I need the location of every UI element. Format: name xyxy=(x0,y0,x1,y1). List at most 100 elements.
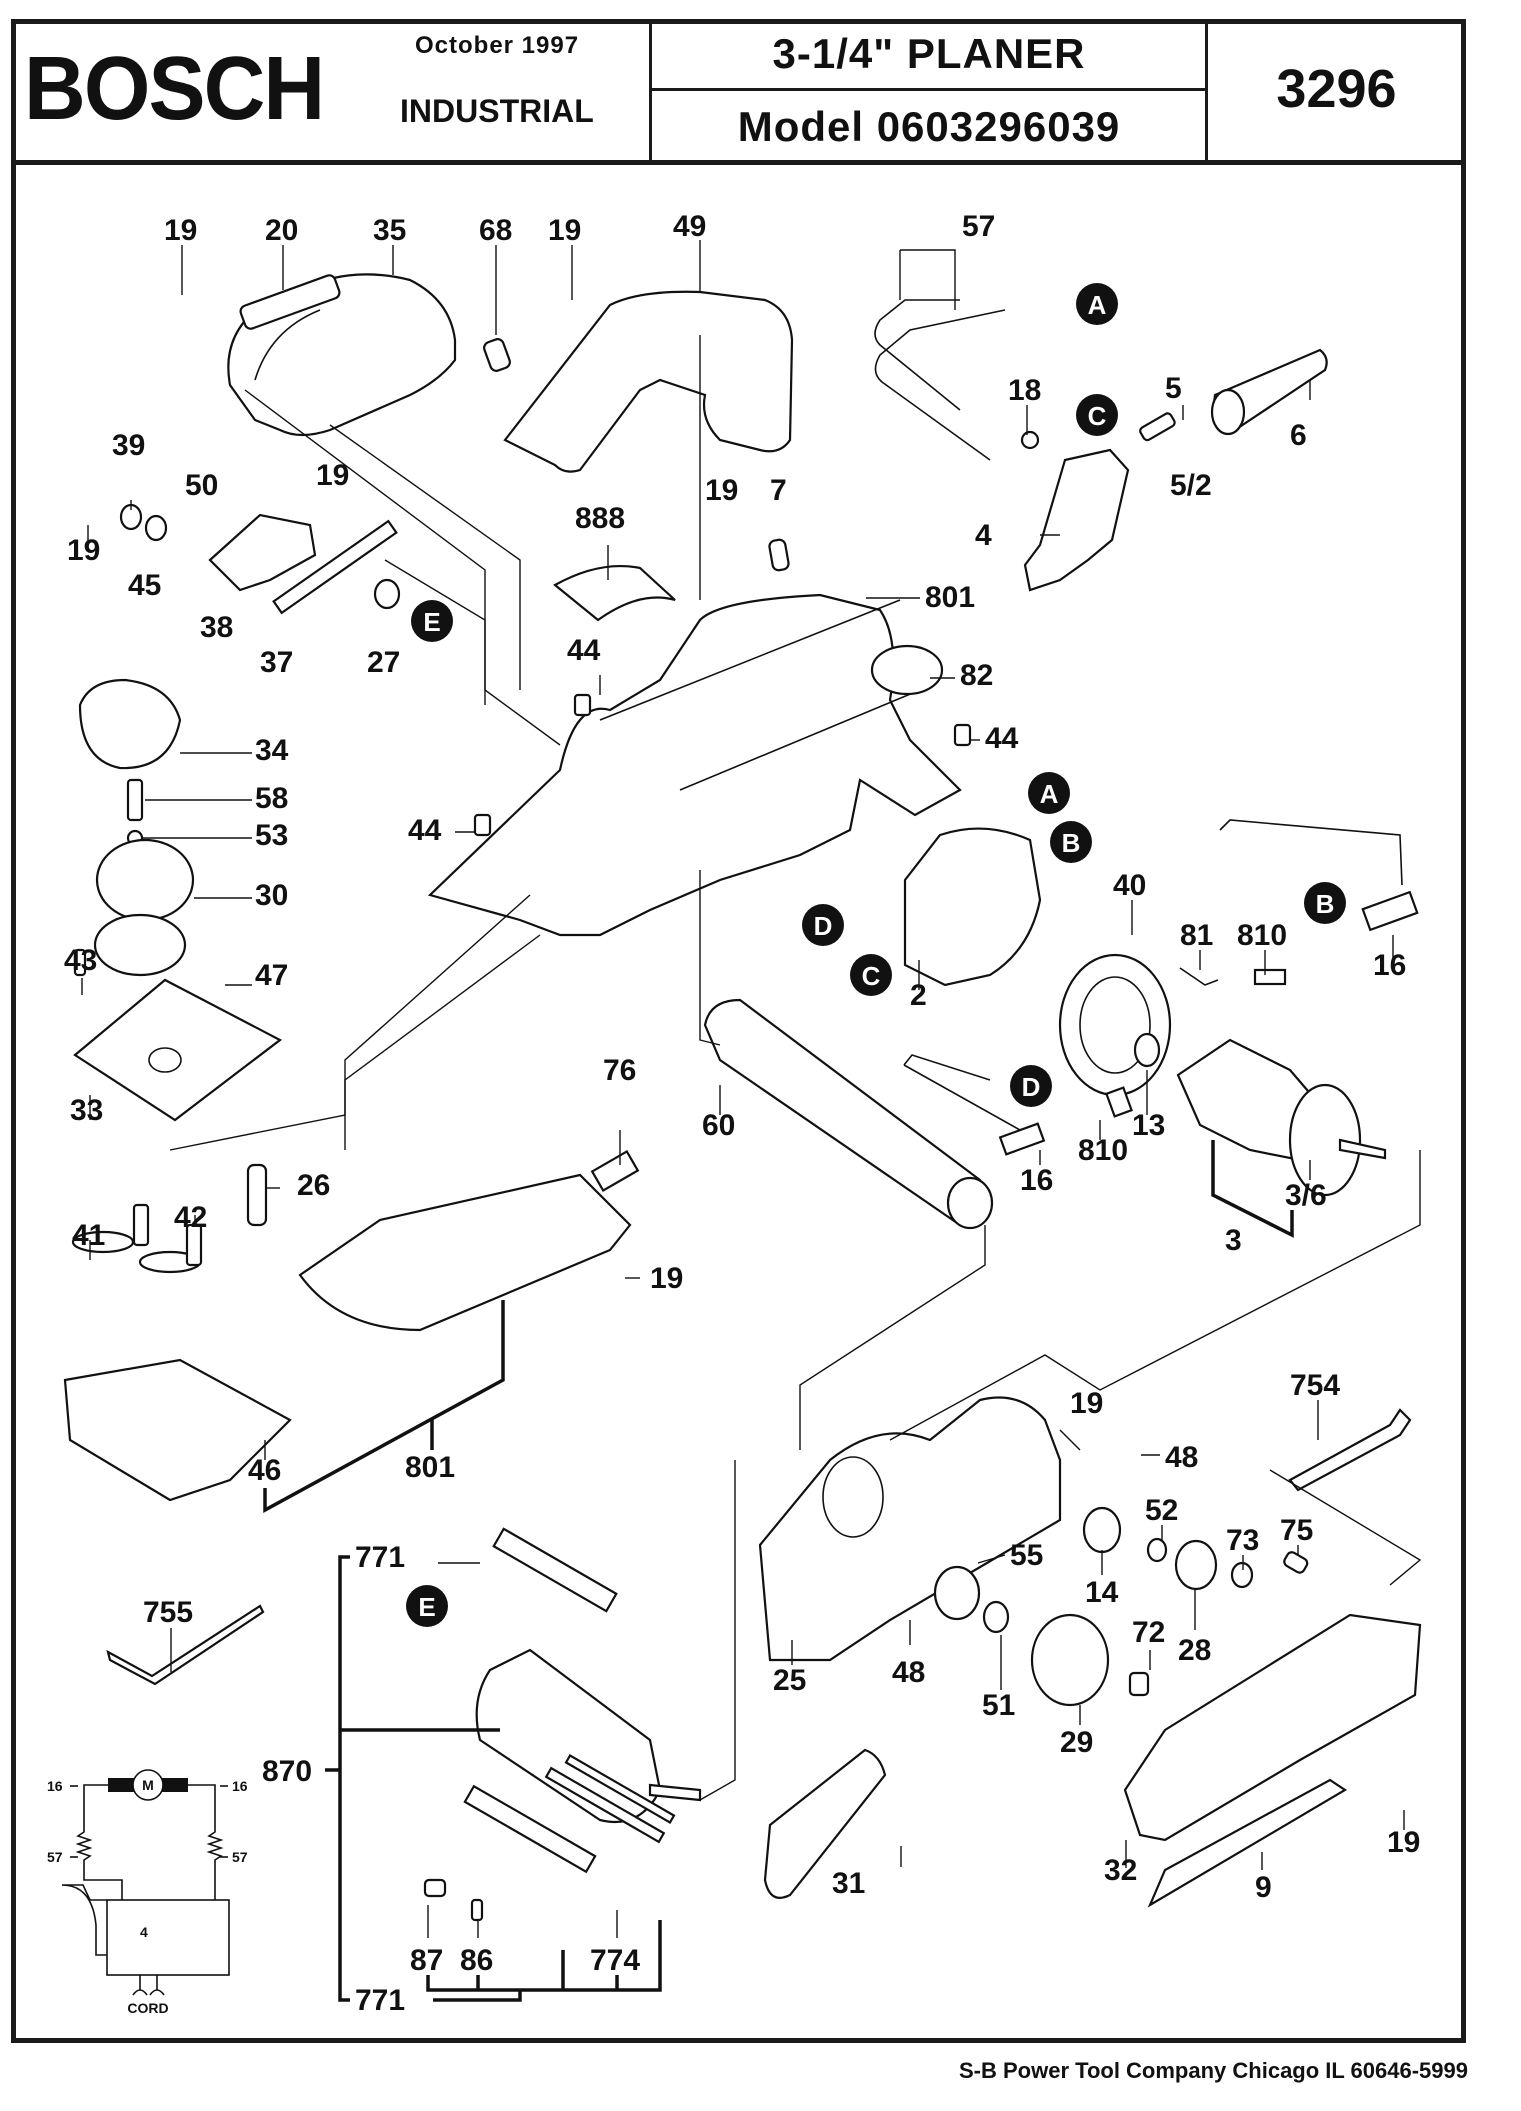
switch-number: 4 xyxy=(140,1924,148,1940)
label-3: 3 xyxy=(1225,1224,1242,1257)
label-4: 4 xyxy=(975,519,992,552)
label-42: 42 xyxy=(174,1201,207,1234)
label-6: 6 xyxy=(1290,419,1307,452)
label-3-6: 3/6 xyxy=(1285,1179,1327,1212)
ref-marker-A-top: A xyxy=(1076,283,1118,325)
part-16-brush-holder xyxy=(1361,890,1419,932)
part-14-bearing xyxy=(1082,1506,1122,1554)
part-36-fan xyxy=(1288,1083,1362,1197)
label-19: 19 xyxy=(1387,1826,1420,1859)
label-9: 9 xyxy=(1255,1871,1272,1904)
label-81: 81 xyxy=(1180,919,1213,952)
leader-lines xyxy=(81,240,1422,2002)
label-13: 13 xyxy=(1132,1109,1165,1142)
label-48: 48 xyxy=(1165,1441,1198,1474)
svg-text:D: D xyxy=(1022,1072,1041,1102)
label-46: 46 xyxy=(248,1454,281,1487)
part-38-lever xyxy=(208,513,317,592)
label-87: 87 xyxy=(410,1944,443,1977)
label-33: 33 xyxy=(70,1094,103,1127)
part-34-knob xyxy=(78,678,182,770)
drawing-frame xyxy=(11,19,1466,2043)
division-label: INDUSTRIAL xyxy=(400,93,594,129)
label-16: 16 xyxy=(1373,949,1406,982)
part-42-screw xyxy=(185,1223,203,1267)
label-771: 771 xyxy=(355,1984,405,2017)
trigger-outline xyxy=(61,1884,107,1956)
label-58: 58 xyxy=(255,782,288,815)
part-45-spring xyxy=(144,514,168,542)
label-19: 19 xyxy=(316,459,349,492)
label-28: 28 xyxy=(1178,1634,1211,1667)
part-810-brush xyxy=(1253,968,1287,986)
cord-label: CORD xyxy=(127,2000,168,2016)
label-870: 870 xyxy=(262,1755,312,1788)
svg-text:B: B xyxy=(1316,889,1335,919)
label-774: 774 xyxy=(590,1944,640,1977)
label-44: 44 xyxy=(567,634,601,667)
ref-marker-C-motor: C xyxy=(850,954,892,996)
label-30: 30 xyxy=(255,879,288,912)
part-44-nut xyxy=(473,813,492,837)
ref-marker-D-motor: D xyxy=(802,904,844,946)
part-68-pin xyxy=(483,338,511,372)
part-82-cover xyxy=(870,644,944,696)
part-801-housing xyxy=(427,593,962,937)
label-19: 19 xyxy=(164,214,197,247)
label-801: 801 xyxy=(405,1451,455,1484)
brush-block-right xyxy=(160,1778,188,1792)
svg-text:E: E xyxy=(418,1592,435,1622)
ref-marker-B-brush: B xyxy=(1304,882,1346,924)
part-86-set-screw xyxy=(470,1898,484,1922)
label-73: 73 xyxy=(1226,1524,1259,1557)
label-51: 51 xyxy=(982,1689,1015,1722)
label-86: 86 xyxy=(460,1944,493,1977)
part-9-label xyxy=(1147,1778,1348,1908)
part-888-label xyxy=(553,565,676,622)
part-46-front-shoe xyxy=(63,1358,292,1502)
part-60-chip-tube xyxy=(703,998,984,1227)
part-13-bearing xyxy=(1133,1032,1161,1068)
label-810: 810 xyxy=(1237,919,1287,952)
part-30-depth-knob xyxy=(95,838,195,922)
svg-text:A: A xyxy=(1088,290,1107,320)
label-39: 39 xyxy=(112,429,145,462)
label-5-2: 5/2 xyxy=(1170,469,1212,502)
label-801: 801 xyxy=(925,581,975,614)
part-52-washer xyxy=(1146,1537,1168,1563)
label-16: 16 xyxy=(1020,1164,1053,1197)
label-755: 755 xyxy=(143,1596,193,1629)
label-25: 25 xyxy=(773,1664,806,1697)
part-40-baffle xyxy=(1058,953,1172,1097)
label-771: 771 xyxy=(355,1541,405,1574)
label-35: 35 xyxy=(373,214,406,247)
svg-text:E: E xyxy=(423,607,440,637)
svg-text:B: B xyxy=(1062,828,1081,858)
header-col-divider-1 xyxy=(649,19,652,162)
label-47: 47 xyxy=(255,959,288,992)
field-coil-right xyxy=(206,1827,224,1900)
part-26-shaft xyxy=(246,1163,268,1227)
part-73-nut xyxy=(1230,1561,1254,1589)
label-38: 38 xyxy=(200,611,233,644)
label-52: 52 xyxy=(1145,1494,1178,1527)
ref-marker-E-cutter: E xyxy=(406,1585,448,1627)
svg-text:C: C xyxy=(862,961,881,991)
part-774-blade xyxy=(544,1766,666,1844)
ref-marker-C-top: C xyxy=(1076,394,1118,436)
part-771-clamp-bar xyxy=(463,1784,597,1874)
label-75: 75 xyxy=(1280,1514,1313,1547)
part-7-clip xyxy=(768,538,790,572)
label-7: 7 xyxy=(770,474,787,507)
part-2-field xyxy=(903,827,1042,987)
label-29: 29 xyxy=(1060,1726,1093,1759)
label-18: 18 xyxy=(1008,374,1041,407)
part-37-plate xyxy=(272,519,398,615)
label-31: 31 xyxy=(832,1867,865,1900)
switch-box xyxy=(106,1899,230,1976)
part-labels: 19 20 35 68 19 49 57 18 5 6 5/2 4 39 50 … xyxy=(64,210,1420,2017)
brush-label-right: 16 xyxy=(232,1778,248,1794)
part-18-spring xyxy=(1020,430,1040,450)
label-57: 57 xyxy=(962,210,995,243)
label-40: 40 xyxy=(1113,869,1146,902)
